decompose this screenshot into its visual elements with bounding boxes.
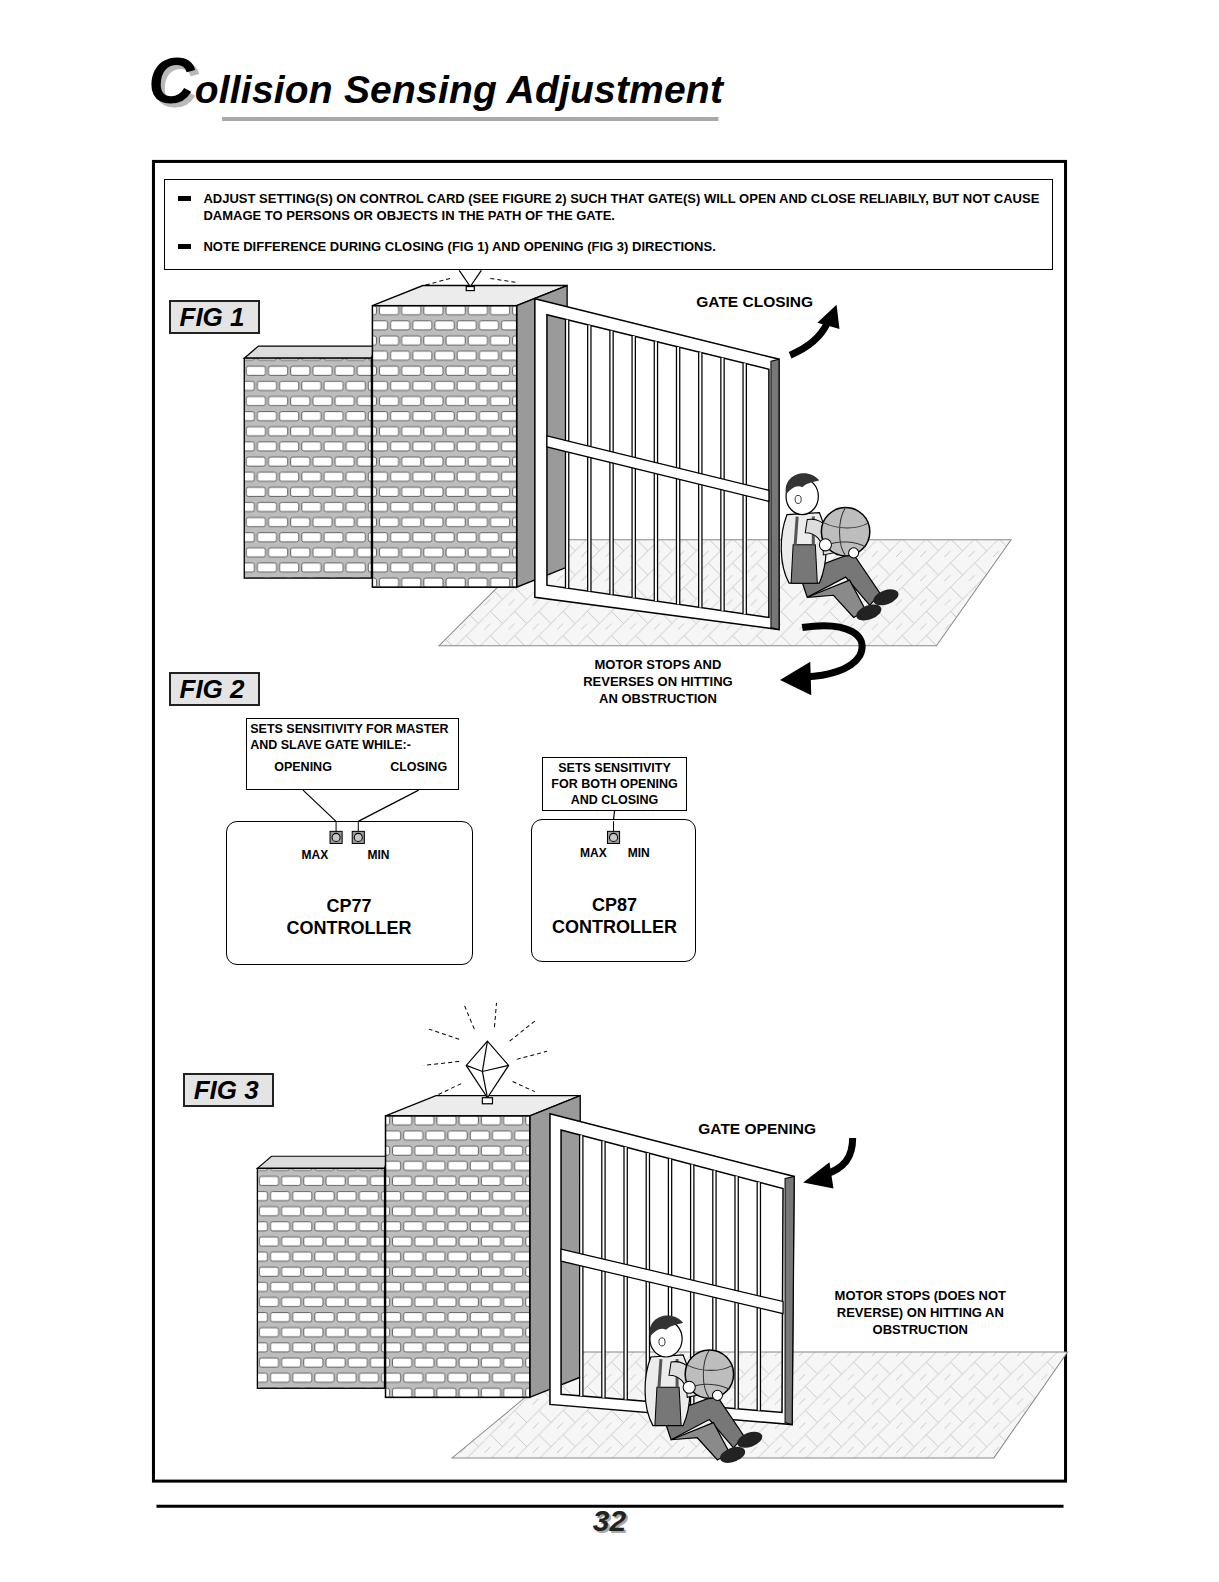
note-text: NOTE DIFFERENCE DURING CLOSING (FIG 1) A… xyxy=(165,238,1040,255)
page-number: 32 xyxy=(593,1504,626,1538)
text-wrap: MAX xyxy=(301,848,328,862)
controller-text: MAX xyxy=(580,846,607,860)
callout-row: OPENING CLOSING xyxy=(250,753,455,775)
leader-line xyxy=(303,790,336,821)
figure-number: FIG 2 xyxy=(180,674,259,704)
annotation: MOTOR STOPS AND REVERSES ON HITTING AN O… xyxy=(582,656,733,707)
figure-label: FIG 2 xyxy=(169,672,261,706)
figure-number: FIG 3 xyxy=(194,1075,273,1105)
label-wrap: MOTOR STOPS AND REVERSES ON HITTING AN O… xyxy=(582,656,733,707)
direction-label: GATE OPENING xyxy=(698,1119,816,1139)
figure-number: FIG 1 xyxy=(180,302,259,332)
callout-text: SETS SENSITIVITY FOR MASTER AND SLAVE GA… xyxy=(250,721,455,753)
controller-box: MAX MIN CP87 CONTROLLER xyxy=(531,819,696,961)
title-wrap: Collision Sensing Adjustment xyxy=(148,44,723,118)
text-wrap: MIN xyxy=(367,848,389,862)
figure-label: FIG 3 xyxy=(183,1073,275,1107)
direction-label: OPENING xyxy=(274,759,332,775)
callout-box: SETS SENSITIVITY FOR MASTER AND SLAVE GA… xyxy=(246,718,459,790)
label-wrap: GATE OPENING xyxy=(698,1119,816,1139)
controller-text: MIN xyxy=(367,848,389,862)
controller-box: MAX MIN CP77 CONTROLLER xyxy=(226,821,473,964)
callout-box: SETS SENSITIVITY FOR BOTH OPENING AND CL… xyxy=(542,757,687,811)
controller-text: MAX xyxy=(301,848,328,862)
controller-text: CP77 CONTROLLER xyxy=(273,895,424,939)
note-box: ADJUST SETTING(S) ON CONTROL CARD (SEE F… xyxy=(164,179,1053,271)
label-wrap: 32 xyxy=(593,1504,626,1538)
note-text: ADJUST SETTING(S) ON CONTROL CARD (SEE F… xyxy=(165,190,1040,224)
controller-text: MIN xyxy=(628,846,650,860)
callout-text: SETS SENSITIVITY FOR BOTH OPENING AND CL… xyxy=(546,760,683,808)
leader-line xyxy=(613,811,615,820)
controller-text: CP87 CONTROLLER xyxy=(544,894,685,938)
page-title: Collision Sensing Adjustment xyxy=(148,44,723,118)
label-wrap: GATE CLOSING xyxy=(696,292,813,312)
direction-label: GATE CLOSING xyxy=(696,292,813,312)
leader-line xyxy=(358,790,418,821)
annotation: MOTOR STOPS (DOES NOT REVERSE) ON HITTIN… xyxy=(808,1287,1032,1338)
label-wrap: MOTOR STOPS (DOES NOT REVERSE) ON HITTIN… xyxy=(808,1287,1032,1338)
figure-label: FIG 1 xyxy=(169,300,261,334)
text-wrap: MAX xyxy=(580,846,607,860)
text-wrap: CP87 CONTROLLER xyxy=(544,894,685,938)
text-wrap: CP77 CONTROLLER xyxy=(273,895,424,939)
direction-label: CLOSING xyxy=(390,759,447,775)
text-wrap: MIN xyxy=(628,846,650,860)
